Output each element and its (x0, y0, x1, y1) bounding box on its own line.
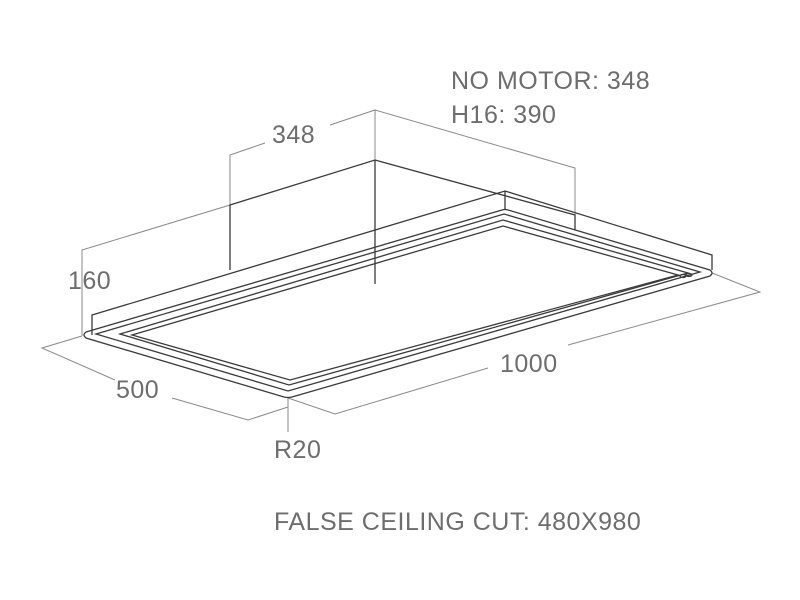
dim-label-r20: R20 (274, 436, 322, 464)
dim-line-h16 (374, 109, 576, 215)
dim-line-1000-right (567, 272, 762, 346)
dim-label-348: 348 (272, 121, 316, 149)
dim-line-500 (40, 335, 116, 381)
dim-line-1000 (287, 367, 489, 415)
dim-line-500-right (171, 397, 289, 421)
dim-line-160 (81, 204, 231, 336)
dim-line-348-right (329, 109, 376, 160)
h16-note: H16: 390 (451, 101, 557, 129)
dim-label-1000: 1000 (500, 350, 558, 378)
dim-label-500: 500 (116, 376, 160, 404)
false-ceiling-cut-note: FALSE CEILING CUT: 480X980 (274, 508, 642, 536)
no-motor-note: NO MOTOR: 348 (451, 67, 651, 95)
dimension-lines (40, 109, 762, 432)
dim-label-160: 160 (68, 267, 112, 295)
frame (83, 190, 713, 399)
dim-line-348 (229, 142, 266, 205)
